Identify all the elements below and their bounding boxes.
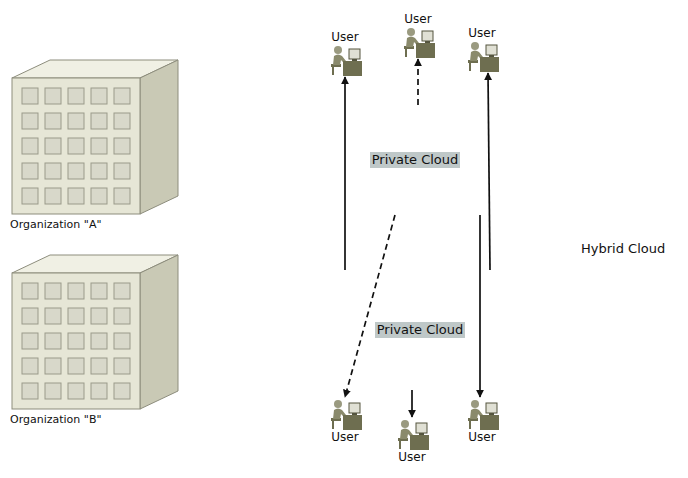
building-drawing: [10, 253, 180, 411]
user-workstation: User: [396, 12, 440, 58]
connector-arrow: [488, 73, 490, 270]
user-workstation: User: [323, 30, 367, 76]
connector-arrow: [411, 390, 413, 417]
organization-leaders: [180, 37, 300, 438]
private-cloud: Private Cloud: [305, 270, 535, 390]
building-drawing: [12, 255, 178, 409]
hybrid-circle-shape: [265, 94, 569, 398]
user-icon: [404, 28, 435, 58]
user-icon: [327, 398, 363, 430]
user-icon: [331, 400, 362, 430]
leader-line: [180, 128, 298, 176]
user-workstation-label: User: [404, 12, 431, 26]
user-icon: [464, 40, 500, 72]
user-workstation-label: User: [331, 430, 358, 444]
user-icon: [327, 44, 363, 76]
user-icon: [394, 418, 430, 450]
user-workstation: User: [460, 398, 504, 444]
hybrid-circle: [267, 96, 567, 396]
hybrid-cloud-circle-label: Hybrid Cloud: [581, 241, 665, 257]
user-workstation-label: User: [331, 30, 358, 44]
organization-building-label: Organization "A": [10, 218, 101, 231]
hybrid-cloud-circle: Hybrid CloudPrivate CloudPrivate Cloud: [265, 94, 569, 398]
connector-arrow: [479, 215, 481, 397]
user-workstation-label: User: [468, 430, 495, 444]
connector-arrow: [344, 77, 346, 270]
org-b-ellipse: [262, 288, 568, 476]
user-icon: [468, 400, 499, 430]
user-workstation-label: User: [468, 26, 495, 40]
private-cloud-label: Private Cloud: [375, 322, 466, 338]
user-icon: [464, 398, 500, 430]
connector-arrow: [345, 215, 395, 397]
user-icon: [331, 46, 362, 76]
private-cloud-label: Private Cloud: [370, 152, 461, 168]
user-icon: [400, 26, 436, 58]
leader-line: [180, 322, 290, 438]
building-drawing: [10, 58, 180, 216]
user-icon: [468, 42, 499, 72]
connector-arrow: [417, 59, 419, 105]
user-workstation: User: [460, 26, 504, 72]
org-a-ellipse: [262, 5, 568, 199]
cloud-shape: [314, 270, 528, 389]
organization-building: Organization "A": [10, 58, 180, 231]
leader-line: [180, 303, 300, 322]
user-workstation: User: [390, 418, 434, 464]
private-cloud: Private Cloud: [305, 105, 525, 215]
organization-building: Organization "B": [10, 253, 180, 426]
user-icon: [398, 420, 429, 450]
building-drawing: [12, 60, 178, 214]
organization-building-label: Organization "B": [10, 413, 102, 426]
user-workstation: User: [323, 398, 367, 444]
leader-line: [180, 37, 300, 128]
cloud-shape: [314, 105, 519, 214]
organization-ellipses: [262, 5, 568, 476]
user-workstation-label: User: [398, 450, 425, 464]
